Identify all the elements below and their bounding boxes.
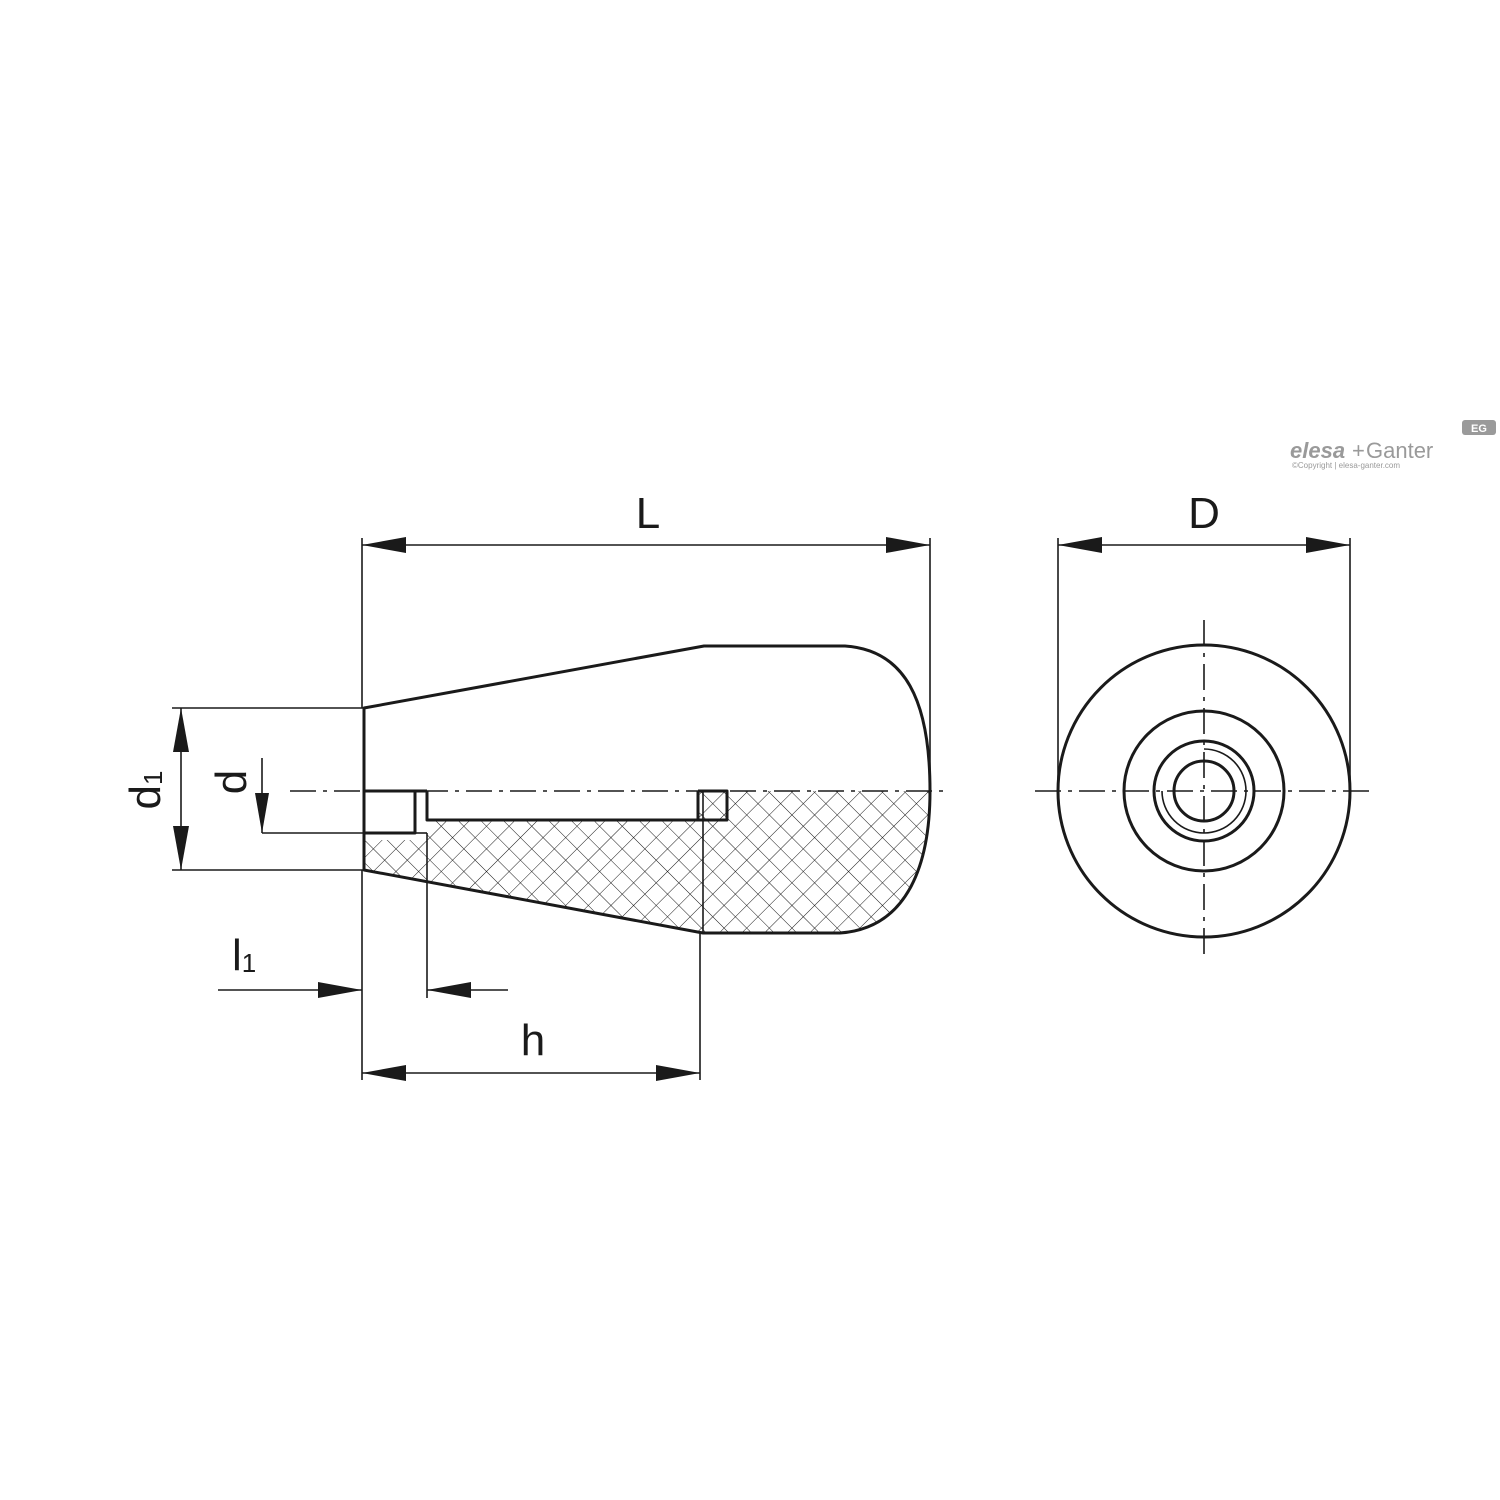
- dim-l1-label: l1: [232, 931, 256, 980]
- elesa-ganter-logo: elesa + Ganter EG ©Copyright | elesa-gan…: [1290, 420, 1496, 470]
- dim-d-label: d: [207, 770, 256, 794]
- svg-text:+: +: [1352, 438, 1365, 463]
- thread-arc: [1161, 748, 1247, 834]
- svg-text:Ganter: Ganter: [1366, 438, 1433, 463]
- dim-h-label: h: [521, 1016, 545, 1065]
- svg-text:©Copyright | elesa-ganter.com: ©Copyright | elesa-ganter.com: [1292, 461, 1400, 470]
- dim-D: D: [1057, 489, 1351, 791]
- dim-d: d: [207, 758, 415, 834]
- section-hatch: [364, 791, 930, 933]
- svg-text:elesa: elesa: [1290, 438, 1345, 463]
- front-view: [1035, 620, 1375, 960]
- dim-h: h: [362, 933, 701, 1081]
- dim-d1: d1: [121, 707, 364, 871]
- dim-l1: l1: [218, 833, 508, 1080]
- svg-text:EG: EG: [1471, 423, 1487, 435]
- dim-D-label: D: [1188, 489, 1220, 538]
- side-view: [290, 644, 950, 935]
- dim-d1-label: d1: [121, 771, 170, 810]
- dim-L: L: [361, 489, 931, 791]
- dim-L-label: L: [636, 489, 660, 538]
